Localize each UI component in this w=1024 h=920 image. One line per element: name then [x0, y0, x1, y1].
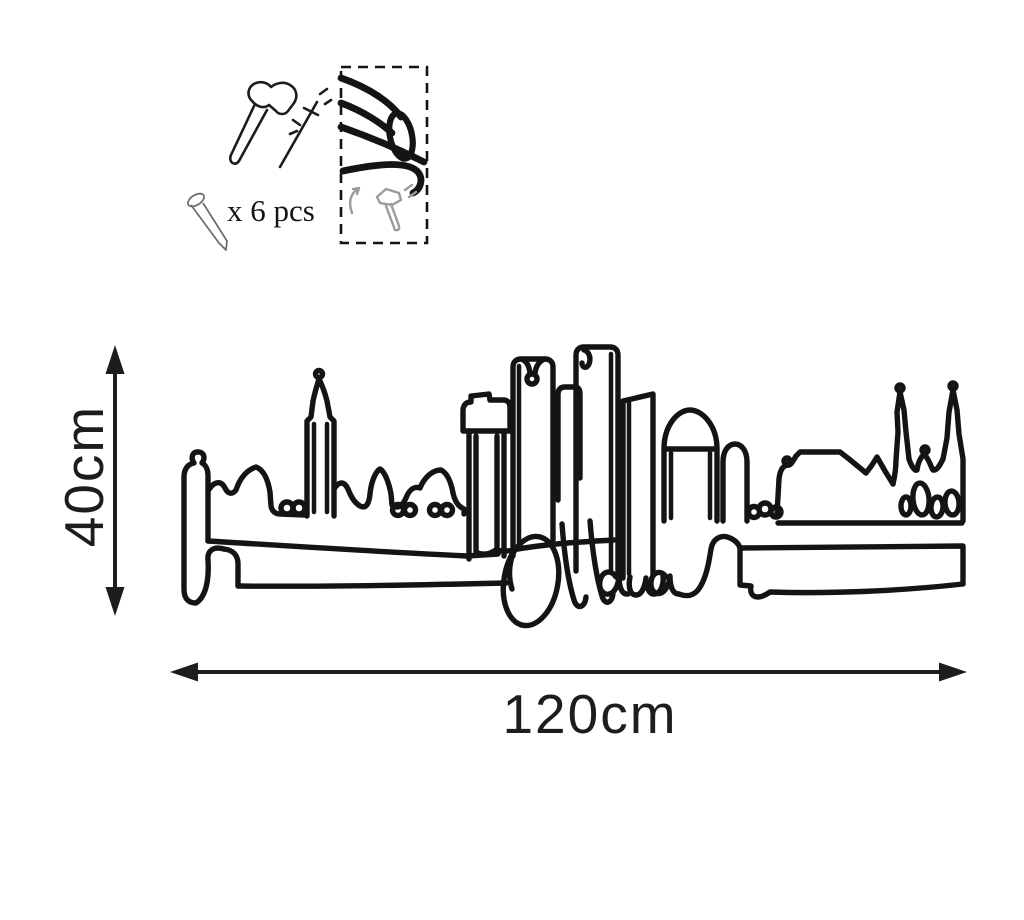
curved-arrow-icon	[348, 186, 361, 215]
arrow-down-icon	[105, 587, 125, 616]
arrow-left-icon	[170, 662, 198, 682]
arrow-up-icon	[105, 345, 125, 374]
height-label: 40cm	[53, 404, 115, 548]
width-label: 120cm	[502, 683, 678, 745]
height-dimension-arrow	[105, 345, 125, 616]
width-dimension-arrow	[170, 662, 967, 682]
arrow-right-icon	[939, 662, 967, 682]
skyline-line-art: Ottawa	[181, 344, 966, 629]
hammer-icon	[229, 80, 333, 169]
nail-count-label: x 6 pcs	[227, 193, 315, 228]
mounting-detail-box	[337, 65, 429, 245]
nail-icon	[187, 192, 228, 251]
ottawa-script: Ottawa	[489, 518, 743, 629]
small-hammer-icon	[348, 183, 418, 232]
hand-press-icon	[337, 74, 428, 197]
